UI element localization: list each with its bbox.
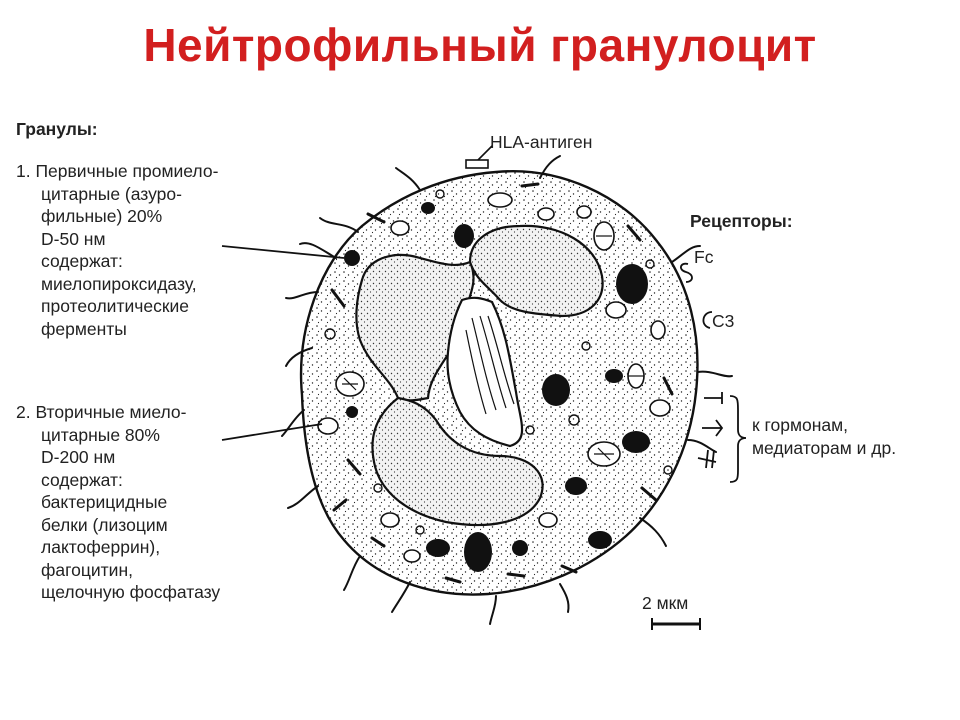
mitochondria — [342, 235, 644, 461]
hormones-text: к гормонам, медиаторам и др. — [752, 414, 896, 459]
secondary-line-5: бактерицидные — [41, 492, 168, 512]
hla-label: HLA-антиген — [490, 132, 593, 152]
c3-label: C3 — [712, 311, 735, 331]
primary-line-3: фильные) 20% — [41, 206, 163, 226]
secondary-line-4: содержат: — [41, 469, 123, 490]
specific-granules — [317, 192, 671, 563]
secondary-line-1: 2. Вторичные миело- — [16, 402, 187, 422]
scale-bar — [651, 618, 701, 630]
primary-line-1: 1. Первичные промиело- — [16, 161, 219, 181]
nucleus-lobe-lower — [371, 396, 544, 527]
fc-label: Fc — [694, 247, 714, 267]
secondary-granules-text: 2. Вторичные миело- цитарные 80% D-200 н… — [16, 401, 220, 604]
primary-line-6: миелопироксидазу, — [41, 273, 197, 294]
receptors-heading: Рецепторы: — [690, 211, 793, 231]
secondary-line-2: цитарные 80% — [41, 424, 160, 445]
page-title: Нейтрофильный гранулоцит — [143, 19, 817, 71]
secondary-line-7: лактоферрин), — [41, 537, 161, 557]
primary-line-5: содержат: — [41, 251, 123, 271]
primary-line-2: цитарные (азуро- — [41, 183, 182, 204]
hormones-line-2: медиаторам и др. — [752, 437, 897, 458]
secondary-line-3: D-200 нм — [41, 447, 116, 467]
hormone-receptor-icons — [697, 392, 724, 469]
hormones-line-1: к гормонам, — [752, 415, 849, 435]
membrane-projections — [281, 155, 733, 625]
granules-heading: Гранулы: — [16, 119, 98, 139]
azurophilic-granules — [344, 202, 650, 572]
fc-receptor-icon — [680, 262, 693, 283]
scale-label: 2 мкм — [642, 593, 689, 613]
primary-line-7: протеолитические — [41, 296, 189, 316]
rod-organelles — [330, 182, 674, 584]
nucleus-lobe-upper-right — [468, 224, 604, 318]
hla-antigen-marker — [465, 145, 493, 169]
hormone-bracket — [729, 395, 747, 483]
nucleus — [355, 224, 604, 527]
primary-line-8: ферменты — [41, 318, 127, 339]
primary-line-4: D-50 нм — [41, 228, 106, 249]
c3-receptor-icon — [702, 311, 713, 329]
small-granules — [324, 189, 673, 535]
golgi-complex — [465, 315, 515, 415]
secondary-line-8: фагоцитин, — [41, 559, 133, 580]
secondary-line-9: щелочную фосфатазу — [41, 582, 221, 602]
leader-lines — [221, 245, 345, 441]
primary-granules-text: 1. Первичные промиело- цитарные (азуро- … — [16, 160, 218, 340]
secondary-line-6: белки (лизоцим — [41, 514, 168, 535]
